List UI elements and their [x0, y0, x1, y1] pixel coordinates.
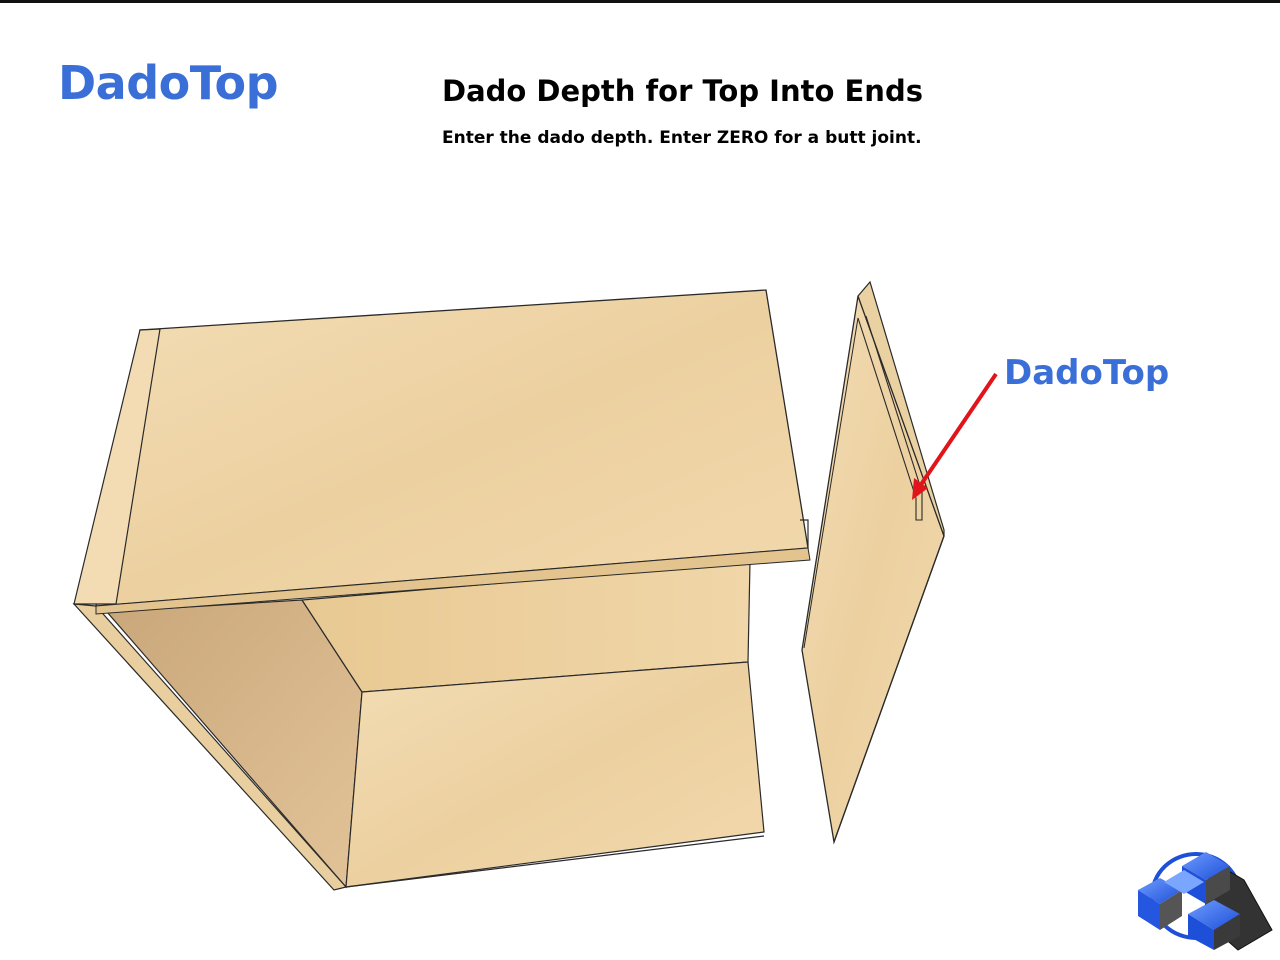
right-end-panel [801, 295, 945, 845]
right-end-panel-edge [857, 280, 945, 537]
slide-title: DadoTop [58, 56, 279, 110]
bottom-panel [345, 661, 765, 888]
slide-instruction: Enter the dado depth. Enter ZERO for a b… [442, 128, 922, 148]
top-rule [0, 0, 1280, 3]
callout-arrow [912, 372, 998, 500]
cube-cluster-logo-icon [1138, 852, 1273, 951]
callout-label: DadoTop [1004, 353, 1170, 393]
slide-heading: Dado Depth for Top Into Ends [442, 74, 923, 108]
left-end-inner-face [105, 599, 363, 889]
top-panel-front-edge [95, 547, 811, 615]
